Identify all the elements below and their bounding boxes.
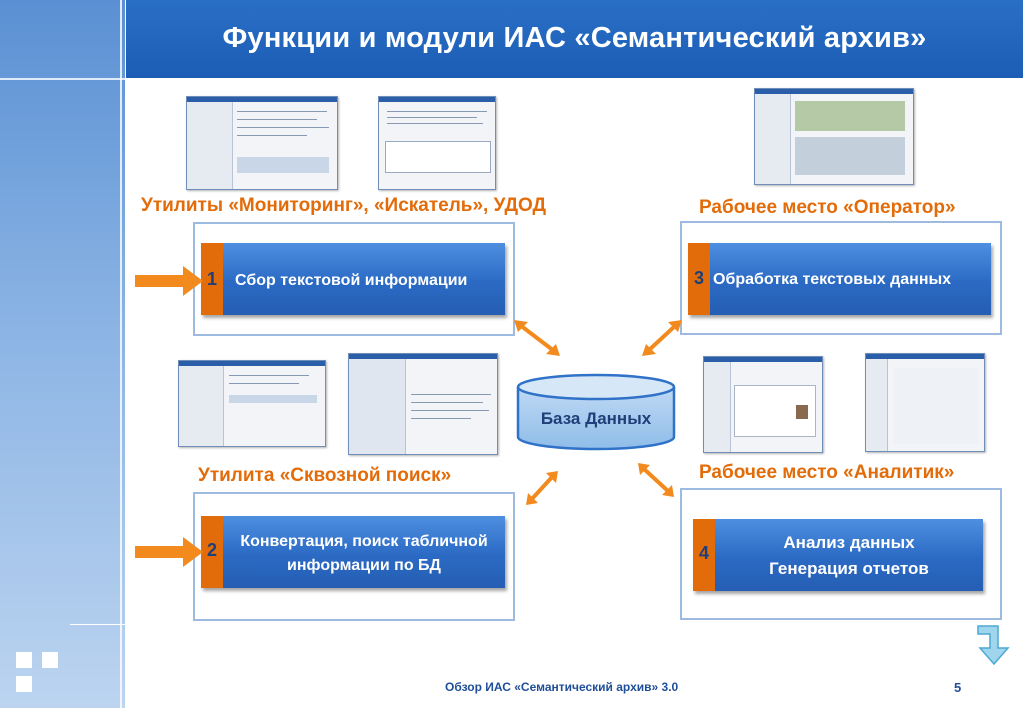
monitoring-section-label: Утилиты «Мониторинг», «Искатель», УДОД	[141, 195, 547, 216]
screenshot-thumbnail	[178, 360, 326, 447]
double-arrow-icon	[642, 320, 682, 356]
module-label: Обработка текстовых данных	[713, 271, 952, 288]
module-number: 2	[206, 540, 217, 560]
module-bar-4: 4 Анализ данных Генерация отчетов	[693, 519, 983, 591]
module-label-line-2: Генерация отчетов	[769, 559, 929, 578]
module-label-line-2: информации по БД	[287, 557, 441, 574]
decor-vertical-line	[120, 0, 122, 708]
module-number-tab	[693, 519, 715, 591]
search-section-label: Утилита «Сквозной поиск»	[198, 465, 452, 486]
module-label: Сбор текстовой информации	[235, 272, 468, 289]
screenshot-thumbnail	[348, 353, 498, 455]
module-number: 3	[693, 268, 704, 288]
module-bar-3: 3 Обработка текстовых данных	[688, 243, 991, 315]
module-number-tab	[201, 243, 223, 315]
screenshot-thumbnail	[186, 96, 338, 190]
left-decor-strip	[0, 0, 125, 708]
decor-horizontal-line	[70, 624, 125, 625]
module-bar-1: 1 Сбор текстовой информации	[201, 243, 505, 315]
module-number-tab	[688, 243, 710, 315]
title-banner: Функции и модули ИАС «Семантический архи…	[126, 0, 1023, 78]
module-number: 1	[206, 269, 217, 289]
decor-square	[16, 652, 32, 668]
module-label-line-1: Конвертация, поиск табличной	[240, 533, 488, 550]
footer-text: Обзор ИАС «Семантический архив» 3.0	[445, 680, 679, 694]
orange-arrow-icon	[135, 266, 203, 296]
module-number-tab	[201, 516, 223, 588]
module-label-line-1: Анализ данных	[783, 533, 915, 552]
down-arrow-nav-icon[interactable]	[974, 624, 1014, 666]
screenshot-thumbnail	[703, 356, 823, 453]
screenshot-thumbnail	[865, 353, 985, 452]
operator-section-label: Рабочее место «Оператор»	[699, 197, 956, 218]
decor-square	[42, 652, 58, 668]
module-bar-2: 2 Конвертация, поиск табличной информаци…	[201, 516, 505, 588]
database-cylinder-icon	[516, 373, 676, 451]
decor-square	[16, 676, 32, 692]
screenshot-thumbnail	[378, 96, 496, 190]
screenshot-thumbnail	[754, 88, 914, 185]
double-arrow-icon	[638, 463, 674, 497]
double-arrow-icon	[514, 320, 560, 356]
page-number: 5	[954, 680, 962, 695]
orange-arrow-icon	[135, 537, 203, 567]
double-arrow-icon	[526, 471, 558, 505]
module-number: 4	[698, 543, 709, 563]
page-title: Функции и модули ИАС «Семантический архи…	[222, 22, 927, 54]
decor-horizontal-line	[0, 78, 125, 80]
analyst-section-label: Рабочее место «Аналитик»	[699, 462, 955, 483]
